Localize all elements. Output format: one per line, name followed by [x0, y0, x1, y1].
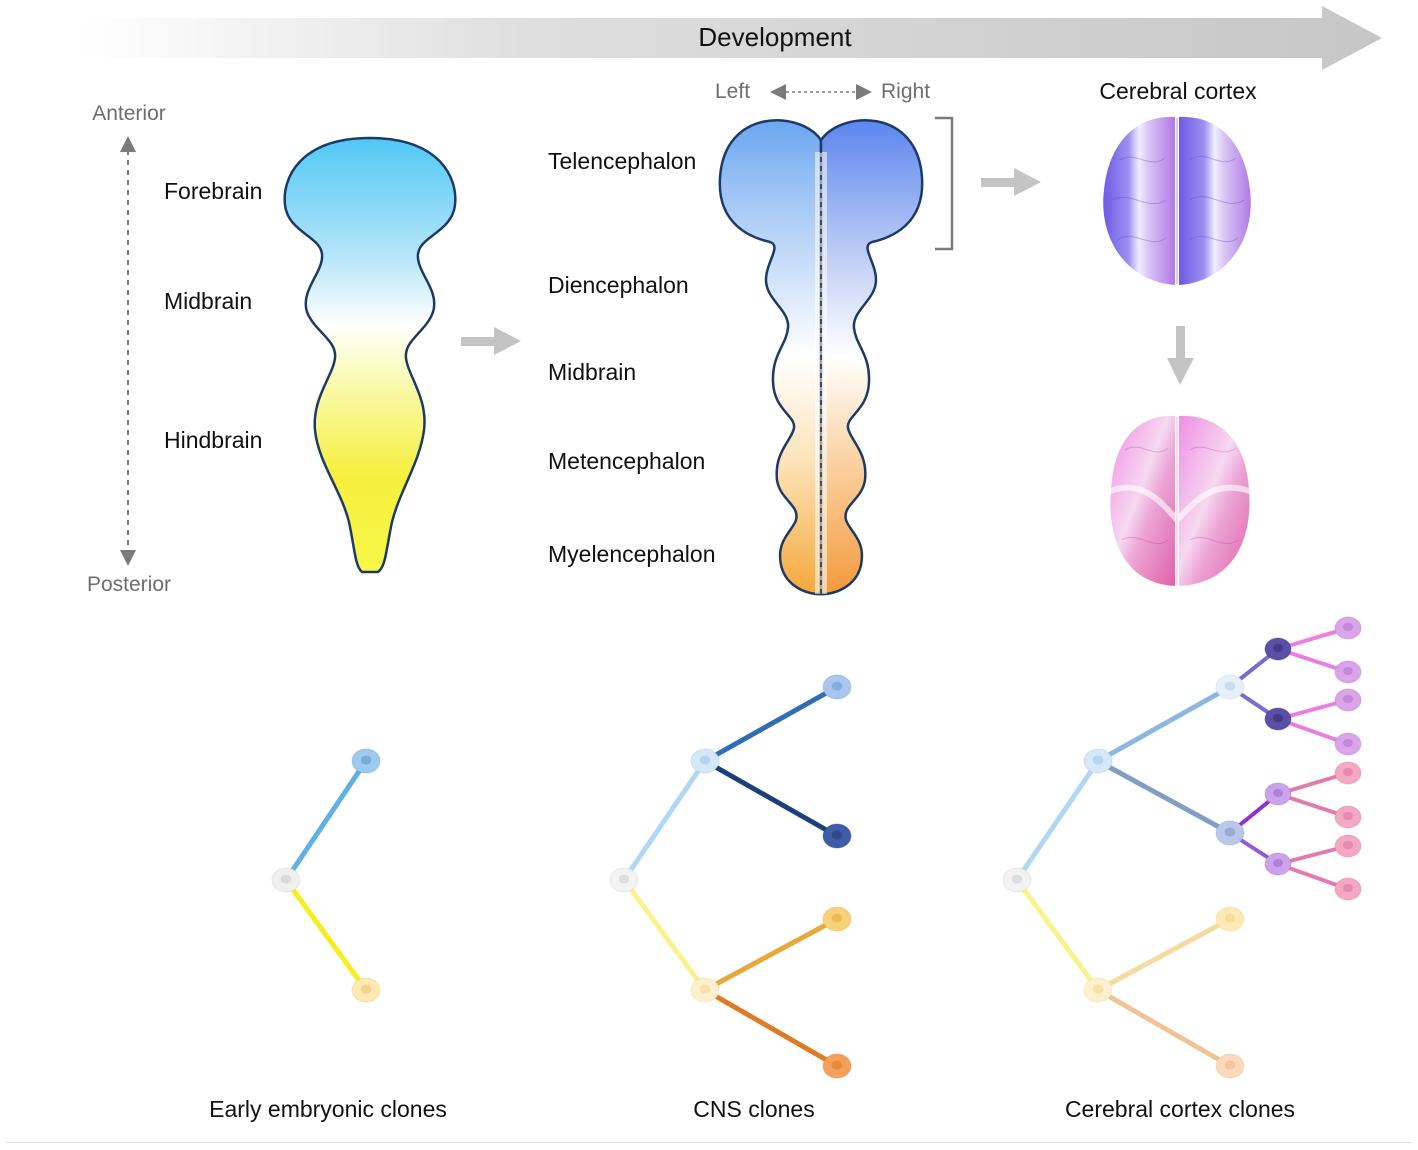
lineage-branch [1014, 877, 1101, 993]
cell-icon [1334, 688, 1362, 712]
bottom-divider [6, 1142, 1412, 1143]
cerebral-cortex-title: Cerebral cortex [1099, 78, 1257, 104]
lineage-branch [702, 916, 840, 993]
lineage-branch [1095, 916, 1233, 993]
midbrain-label-vesicle: Midbrain [548, 359, 637, 385]
cell-icon [1215, 906, 1245, 932]
myelencephalon-label: Myelencephalon [548, 541, 716, 567]
cell-icon [1334, 877, 1362, 901]
cell-icon [351, 977, 381, 1003]
cell-icon [351, 748, 381, 774]
cell-icon [1083, 748, 1113, 774]
cell-icon [1334, 660, 1362, 684]
neural-tube-shape [283, 136, 457, 574]
left-right-arrow [770, 84, 872, 100]
anterior-label: Anterior [92, 102, 166, 125]
telencephalon-bracket [935, 116, 954, 251]
cerebral-cortex-top-view [1103, 116, 1251, 285]
diencephalon-label: Diencephalon [548, 272, 689, 298]
cortex-clones-caption: Cerebral cortex clones [1064, 1096, 1296, 1122]
cell-icon [822, 1053, 852, 1079]
cell-icon [690, 977, 720, 1003]
cell-icon [1002, 867, 1032, 893]
cell-icon [1083, 977, 1113, 1003]
cell-icon [822, 906, 852, 932]
development-arrow [80, 6, 1382, 70]
cell-icon [1264, 852, 1292, 876]
lineage-branch [621, 877, 708, 993]
anterior-posterior-axis [120, 136, 136, 566]
lineage-branch [283, 758, 369, 883]
left-label: Left [715, 80, 751, 103]
lineage-branch [702, 684, 840, 764]
cerebral-cortex-clonal-view [1106, 415, 1254, 586]
transition-arrow-1 [461, 327, 521, 355]
cell-icon [1215, 674, 1245, 700]
cell-icon [1264, 707, 1292, 731]
lineage-branch [1095, 987, 1233, 1069]
cell-icon [1334, 805, 1362, 829]
transition-arrow-3 [1167, 326, 1194, 385]
cell-icon [822, 674, 852, 700]
posterior-label: Posterior [86, 573, 172, 596]
cell-icon [1264, 782, 1292, 806]
lineage-branch [283, 877, 369, 993]
lineage-branch [1095, 684, 1233, 764]
cell-icon [1334, 834, 1362, 858]
cell-icon [1334, 761, 1362, 785]
transition-arrow-2 [981, 168, 1041, 196]
lineage-branch [702, 987, 840, 1069]
cns-clones-caption: CNS clones [693, 1096, 815, 1122]
lineage-branch [1095, 758, 1233, 836]
midbrain-label-tube: Midbrain [164, 288, 253, 314]
lineage-branch [702, 758, 840, 839]
lineage-branch [621, 758, 708, 883]
cell-icon [690, 748, 720, 774]
forebrain-label: Forebrain [164, 178, 263, 204]
cell-icon [1215, 820, 1245, 846]
cell-icon [822, 823, 852, 849]
telencephalon-label: Telencephalon [548, 148, 697, 174]
cell-icon [1264, 637, 1292, 661]
early-clones-caption: Early embryonic clones [209, 1096, 447, 1122]
metencephalon-label: Metencephalon [548, 448, 706, 474]
hindbrain-label: Hindbrain [164, 427, 263, 453]
brain-vesicles-shape [718, 119, 924, 596]
development-label: Development [698, 22, 852, 52]
lineage-branch [1014, 758, 1101, 883]
cell-icon [609, 867, 639, 893]
cell-icon [1334, 616, 1362, 640]
lineage-trees [271, 616, 1362, 1079]
right-label: Right [881, 80, 931, 103]
cell-icon [1215, 1053, 1245, 1079]
cell-icon [271, 867, 301, 893]
cell-icon [1334, 732, 1362, 756]
